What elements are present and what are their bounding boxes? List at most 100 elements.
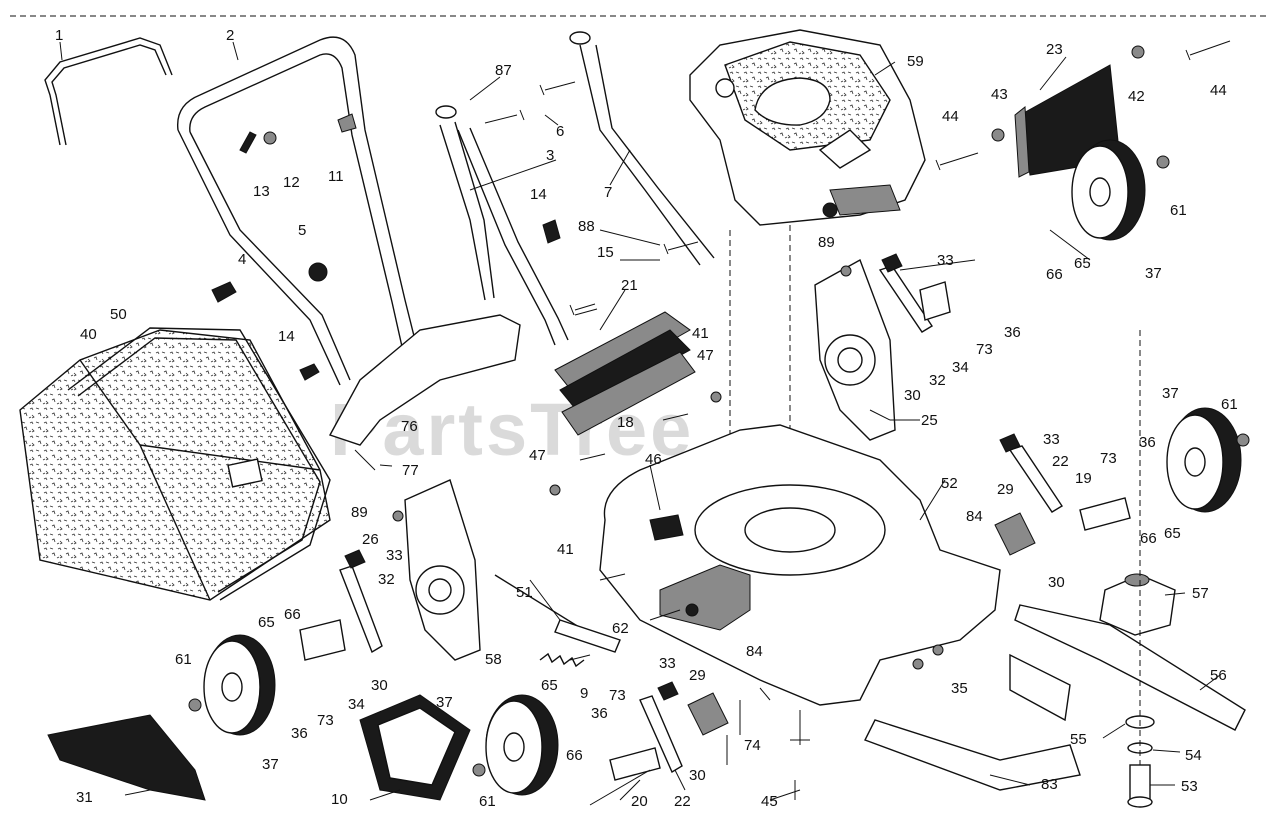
callout-2: 2 [226, 27, 234, 44]
wheel-front-left [485, 694, 559, 796]
callout-66d: 66 [566, 747, 583, 764]
callout-52: 52 [941, 475, 958, 492]
levers [339, 253, 1063, 774]
misc-bolts [188, 40, 1250, 800]
callout-22b: 22 [674, 793, 691, 810]
callout-33a: 33 [937, 252, 954, 269]
upper-handle [176, 36, 421, 386]
callout-3: 3 [546, 147, 554, 164]
callout-36d: 36 [591, 705, 608, 722]
shift-rod [44, 37, 173, 146]
callout-37d: 37 [436, 694, 453, 711]
callout-73b: 73 [1100, 450, 1117, 467]
callout-84b: 84 [746, 643, 763, 660]
wheel-rear-right [1071, 139, 1146, 241]
callout-33b: 33 [1043, 431, 1060, 448]
callout-30b: 30 [1048, 574, 1065, 591]
wheel-rear-left [203, 634, 276, 736]
callout-15: 15 [597, 244, 614, 261]
callout-40: 40 [80, 326, 97, 343]
lower-handle-right [569, 31, 715, 266]
lower-handle-left [435, 105, 495, 301]
callout-58: 58 [485, 651, 502, 668]
callout-7: 7 [604, 184, 612, 201]
callout-47a: 47 [697, 347, 714, 364]
baffle [864, 653, 1081, 791]
callout-14b: 14 [278, 328, 295, 345]
callout-30a: 30 [904, 387, 921, 404]
callout-6: 6 [556, 123, 564, 140]
blade-hardware [1125, 330, 1155, 808]
callout-65b: 65 [1164, 525, 1181, 542]
grass-bag-frame [67, 327, 331, 601]
callout-labels: 1 2 3 4 5 6 7 9 10 11 12 13 14 14 15 18 … [55, 27, 1238, 810]
callout-47b: 47 [529, 447, 546, 464]
callout-29a: 29 [997, 481, 1014, 498]
callout-11: 11 [328, 168, 344, 185]
callout-20: 20 [631, 793, 648, 810]
callout-34b: 34 [348, 696, 365, 713]
callout-14a: 14 [530, 186, 547, 203]
engine [689, 29, 926, 226]
callout-66a: 66 [1046, 266, 1063, 283]
callout-61b: 61 [1221, 396, 1238, 413]
callout-62: 62 [612, 620, 629, 637]
callout-53: 53 [1181, 778, 1198, 795]
callout-51: 51 [516, 584, 533, 601]
callout-41a: 41 [692, 325, 709, 342]
height-adjuster-right [814, 258, 896, 441]
callout-9: 9 [580, 685, 588, 702]
handle-bolts [484, 81, 699, 316]
rear-flap [554, 311, 696, 436]
callout-37a: 37 [1145, 265, 1162, 282]
callout-12: 12 [283, 174, 300, 191]
callout-19: 19 [1075, 470, 1092, 487]
callout-89a: 89 [818, 234, 835, 251]
callout-37c: 37 [262, 756, 279, 773]
callout-77: 77 [402, 462, 419, 479]
callout-65d: 65 [541, 677, 558, 694]
callout-10: 10 [331, 791, 348, 808]
handle-knobs [211, 113, 561, 381]
callout-30d: 30 [689, 767, 706, 784]
callout-21: 21 [621, 277, 638, 294]
callout-41b: 41 [557, 541, 574, 558]
callout-88: 88 [578, 218, 595, 235]
lower-handle-center [457, 127, 569, 346]
callout-61d: 61 [479, 793, 496, 810]
callout-87: 87 [495, 62, 512, 79]
callout-4: 4 [238, 251, 246, 268]
callout-61a: 61 [1170, 202, 1187, 219]
callout-34a: 34 [952, 359, 969, 376]
callout-76: 76 [401, 418, 418, 435]
callout-30c: 30 [371, 677, 388, 694]
callout-50: 50 [110, 306, 127, 323]
callout-83: 83 [1041, 776, 1058, 793]
wheel-front-right [1166, 407, 1242, 513]
leader-lines [59, 41, 1221, 806]
callout-32b: 32 [378, 571, 395, 588]
callout-55: 55 [1070, 731, 1087, 748]
callout-32a: 32 [929, 372, 946, 389]
callout-42: 42 [1128, 88, 1145, 105]
callout-23: 23 [1046, 41, 1063, 58]
callout-26: 26 [362, 531, 379, 548]
callout-43: 43 [991, 86, 1008, 103]
wheel-cover-31 [47, 714, 206, 801]
callout-1: 1 [55, 27, 63, 44]
callout-73a: 73 [976, 341, 993, 358]
callout-25: 25 [921, 412, 938, 429]
callout-5: 5 [298, 222, 306, 239]
rear-chute [328, 314, 521, 446]
callout-45: 45 [761, 793, 778, 810]
callout-22a: 22 [1052, 453, 1069, 470]
wheel-cover-10 [359, 694, 471, 801]
callout-31: 31 [76, 789, 93, 806]
grass-bag [19, 329, 331, 601]
callout-56: 56 [1210, 667, 1227, 684]
callout-37b: 37 [1162, 385, 1179, 402]
callout-54: 54 [1185, 747, 1202, 764]
callout-73c: 73 [317, 712, 334, 729]
callout-35: 35 [951, 680, 968, 697]
